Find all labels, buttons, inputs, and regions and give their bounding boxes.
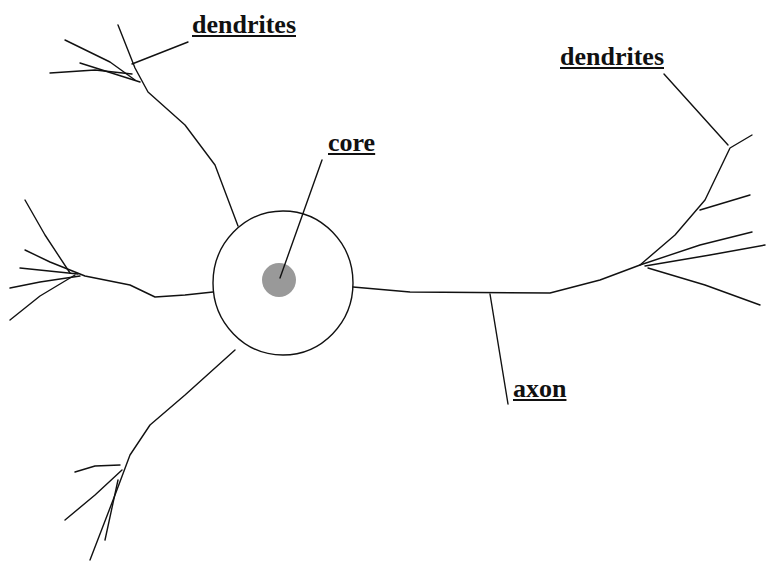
dendrite: [10, 275, 75, 320]
cell-body: [213, 211, 353, 355]
dendrite: [105, 480, 118, 540]
leader-line: [664, 74, 728, 145]
axon-terminal: [645, 245, 765, 266]
part-label: core: [326, 128, 377, 158]
dendrite: [65, 40, 135, 80]
dendrite: [118, 25, 238, 226]
axon: [353, 135, 752, 293]
axon-terminal: [640, 232, 752, 265]
dendrite: [25, 200, 70, 273]
part-label: axon: [511, 374, 568, 404]
dendrite: [20, 268, 78, 274]
nucleus: [262, 263, 296, 297]
dendrite: [75, 465, 120, 472]
part-label: dendrites: [190, 10, 298, 40]
dendrite: [80, 63, 140, 82]
dendrite: [65, 470, 122, 520]
dendrite: [25, 250, 213, 297]
axon-terminal: [648, 268, 760, 305]
dendrite: [50, 70, 132, 74]
axon-terminal: [700, 195, 750, 210]
leader-line: [132, 42, 188, 64]
leader-line: [280, 160, 322, 278]
part-label: dendrites: [558, 42, 666, 72]
leader-line: [490, 294, 508, 404]
dendrite: [90, 350, 235, 560]
